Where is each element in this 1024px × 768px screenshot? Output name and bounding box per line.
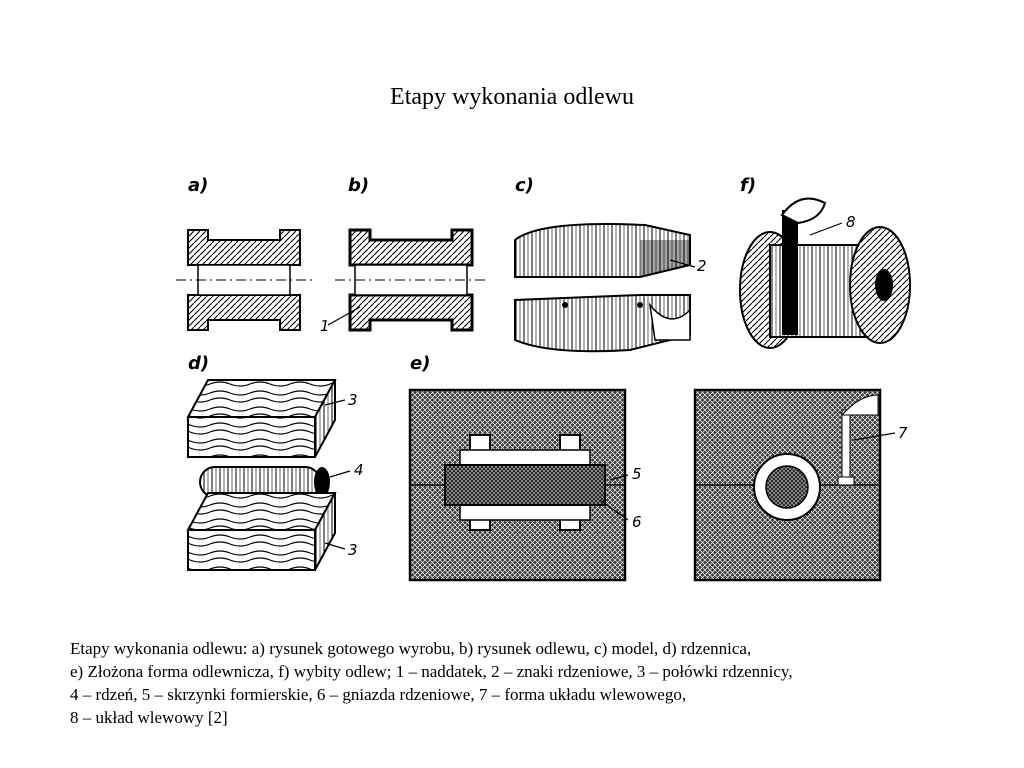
caption-line-4: 8 – układ wlewowy [2] <box>70 708 228 727</box>
technical-drawing <box>176 197 911 582</box>
panel-label-a: a) <box>188 175 209 196</box>
panel-b-drawing <box>327 228 488 332</box>
callout-6: 6 <box>632 513 642 531</box>
slide-title: Etapy wykonania odlewu <box>390 84 634 110</box>
caption-line-3: 4 – rdzeń, 5 – skrzynki formierskie, 6 –… <box>70 685 687 704</box>
panel-e-drawing <box>408 388 629 582</box>
panel-f-drawing <box>739 197 911 349</box>
figure-caption: Etapy wykonania odlewu: a) rysunek gotow… <box>70 637 970 729</box>
callout-2: 2 <box>697 257 707 275</box>
panel-label-b: b) <box>348 175 370 196</box>
panel-d-drawing <box>186 379 351 571</box>
panel-label-f: f) <box>740 175 757 196</box>
callout-8: 8 <box>846 213 856 231</box>
casting-stages-figure: a) b) c) f) d) e) 1 2 8 3 4 3 5 6 7 <box>170 165 920 595</box>
mould-section-drawing <box>693 388 896 582</box>
callout-3-top: 3 <box>348 391 358 409</box>
panel-label-d: d) <box>188 353 210 374</box>
caption-line-1: Etapy wykonania odlewu: a) rysunek gotow… <box>70 639 752 658</box>
panel-a-drawing <box>176 229 315 331</box>
caption-line-2: e) Złożona forma odlewnicza, f) wybity o… <box>70 662 793 681</box>
panel-label-c: c) <box>515 175 534 196</box>
callout-1: 1 <box>320 317 330 335</box>
callout-4: 4 <box>354 461 364 479</box>
callout-7: 7 <box>898 424 908 442</box>
callout-5: 5 <box>632 465 642 483</box>
panel-c-drawing <box>514 223 696 353</box>
panel-label-e: e) <box>410 353 431 374</box>
callout-3-bottom: 3 <box>348 541 358 559</box>
